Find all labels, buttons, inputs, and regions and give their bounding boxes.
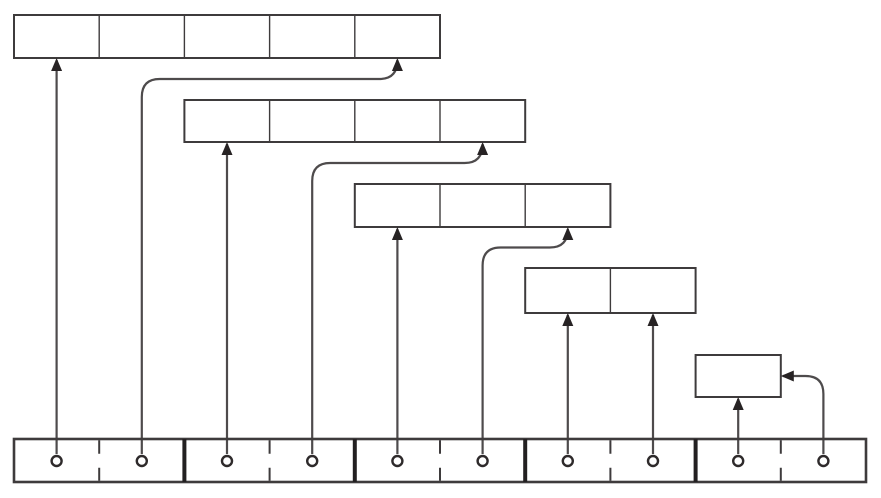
bottom-array-layer xyxy=(12,437,868,484)
pointer-origin-circle-2 xyxy=(220,454,234,468)
pointer-origin-circle-6 xyxy=(561,454,574,468)
pointer-origin-circle-9 xyxy=(817,454,830,468)
pointer-origin-circle-8 xyxy=(732,454,745,468)
row-box-3 xyxy=(524,267,697,314)
row-4-outline xyxy=(694,354,782,398)
pointer-arrow-slot-5 xyxy=(481,227,574,454)
pointer-origin-circle-1 xyxy=(135,454,149,468)
row-box-1 xyxy=(183,99,527,143)
row-0-outline xyxy=(13,14,441,59)
pointer-arrow-slot-3 xyxy=(311,142,489,454)
row-box-2 xyxy=(353,183,612,228)
pointer-arrow-slot-9 xyxy=(780,370,825,454)
pointer-origin-circle-0 xyxy=(50,454,63,468)
pointer-arrows-layer xyxy=(51,58,825,454)
pointer-origin-circle-4 xyxy=(391,454,404,468)
row-box-4 xyxy=(694,354,782,398)
row-2-outline xyxy=(353,183,612,228)
pointer-origin-circle-7 xyxy=(646,454,660,468)
pointer-origin-circle-3 xyxy=(306,454,319,468)
row-box-0 xyxy=(13,14,441,59)
pointer-origin-circle-5 xyxy=(476,454,489,468)
pointer-arrow-slot-1 xyxy=(140,58,403,454)
row-boxes-layer xyxy=(13,14,782,398)
bottom-array-outline xyxy=(12,437,868,484)
